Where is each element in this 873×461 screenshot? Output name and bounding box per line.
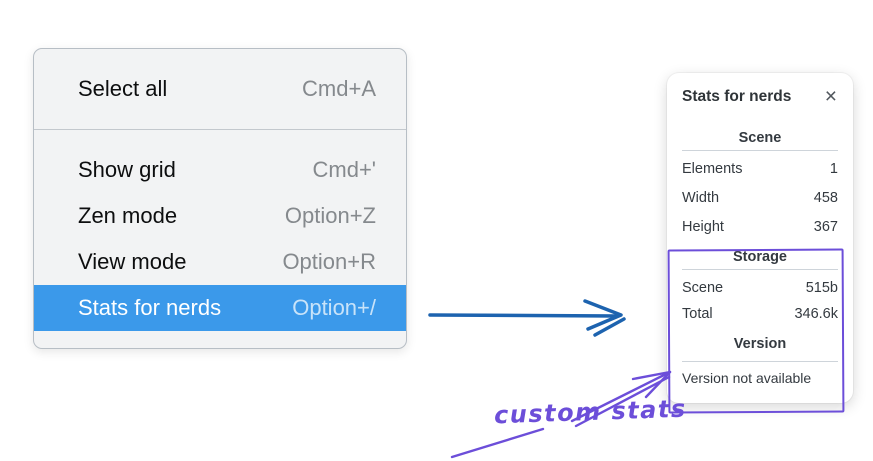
scene-section-header: Scene	[738, 130, 782, 146]
section-divider	[682, 361, 838, 362]
menu-item-zen-mode[interactable]: Zen mode Option+Z	[34, 193, 406, 239]
menu-section-top: Select all Cmd+A	[34, 49, 406, 129]
menu-item-label: Zen mode	[78, 203, 178, 228]
menu-item-select-all[interactable]: Select all Cmd+A	[34, 66, 406, 112]
pointer-arrow	[428, 299, 626, 337]
stat-row-width: Width 458	[682, 184, 838, 213]
context-menu: Select all Cmd+A Show grid Cmd+' Zen mod…	[33, 48, 407, 349]
stat-value: 346.6k	[794, 306, 838, 322]
menu-section-bottom: Show grid Cmd+' Zen mode Option+Z View m…	[34, 130, 406, 348]
stats-panel-title: Stats for nerds	[682, 88, 792, 105]
stat-row-scene-size: Scene 515b	[682, 275, 838, 301]
stat-value: 1	[829, 161, 838, 177]
menu-item-label: View mode	[78, 249, 187, 274]
menu-item-label: Stats for nerds	[78, 295, 222, 320]
stat-row-elements: Elements 1	[682, 155, 838, 184]
stat-value: 458	[813, 190, 838, 206]
menu-item-stats-for-nerds[interactable]: Stats for nerds Option+/	[34, 285, 406, 331]
menu-item-shortcut: Option+/	[292, 295, 376, 320]
stats-panel: Stats for nerds × Scene Elements 1 Width…	[667, 73, 853, 403]
stat-row-height: Height 367	[682, 213, 838, 242]
storage-section-header: Storage	[733, 249, 787, 265]
menu-divider	[34, 129, 406, 130]
stat-label: Width	[682, 190, 720, 206]
section-divider	[682, 269, 838, 270]
version-note: Version not available	[682, 370, 812, 386]
menu-item-shortcut: Option+R	[282, 249, 376, 274]
menu-item-show-grid[interactable]: Show grid Cmd+'	[34, 147, 406, 193]
stat-label: Elements	[682, 161, 743, 177]
stat-label: Height	[682, 219, 724, 235]
menu-item-shortcut: Cmd+A	[302, 76, 376, 101]
menu-item-label: Select all	[78, 76, 168, 101]
stat-row-total-size: Total 346.6k	[682, 301, 838, 327]
scene-section: Scene Elements 1 Width 458 Height 367	[682, 130, 838, 242]
stat-label: Total	[682, 306, 713, 322]
stat-value: 367	[813, 219, 838, 235]
storage-section: Storage Scene 515b Total 346.6k	[682, 249, 838, 327]
stat-value: 515b	[805, 280, 838, 296]
stats-panel-titlebar: Stats for nerds ×	[682, 86, 838, 108]
stat-label: Scene	[682, 280, 724, 296]
custom-stats-label: custom stats	[493, 394, 688, 430]
menu-item-shortcut: Cmd+'	[312, 157, 377, 182]
menu-item-view-mode[interactable]: View mode Option+R	[34, 239, 406, 285]
menu-item-shortcut: Option+Z	[284, 203, 376, 228]
version-section-header: Version	[733, 336, 787, 352]
menu-item-label: Show grid	[78, 157, 176, 182]
close-icon[interactable]: ×	[824, 85, 837, 108]
section-divider	[682, 150, 838, 151]
version-section: Version Version not available	[682, 336, 838, 389]
